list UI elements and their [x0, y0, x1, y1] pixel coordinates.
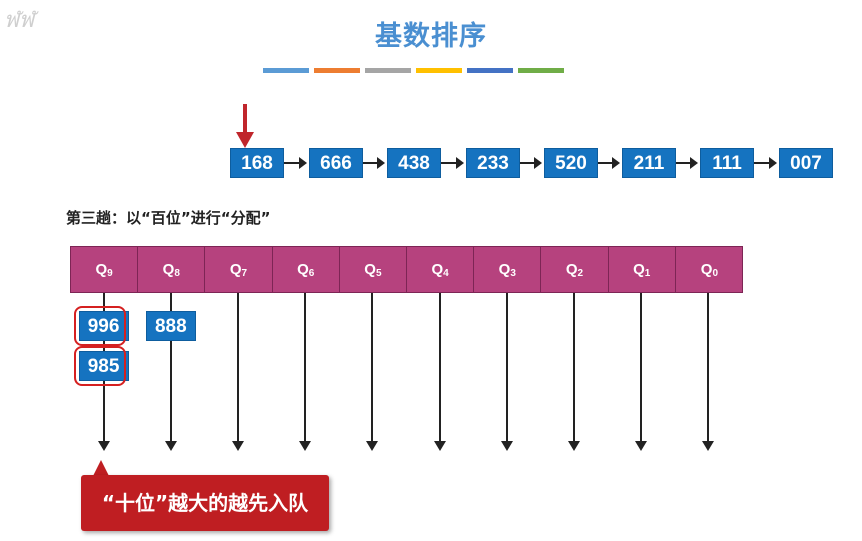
page-title: 基数排序	[375, 21, 487, 52]
queue-label: Q6	[273, 247, 340, 292]
queue-index: 7	[241, 268, 248, 279]
color-bar	[314, 68, 360, 73]
queue-label: Q2	[541, 247, 609, 292]
list-node: 168	[230, 148, 284, 178]
current-pointer-arrow-icon	[236, 104, 254, 148]
list-node: 007	[779, 148, 833, 178]
next-arrow-icon	[754, 157, 777, 169]
queue-arrow-icon	[500, 293, 513, 451]
queue-index: 6	[308, 268, 315, 279]
queue-label: Q7	[205, 247, 273, 292]
next-arrow-icon	[441, 157, 464, 169]
color-bar	[416, 68, 462, 73]
queue-label: Q8	[138, 247, 206, 292]
next-arrow-icon	[598, 157, 620, 169]
queue-label: Q3	[474, 247, 542, 292]
list-node: 111	[700, 148, 754, 178]
queue-letter: Q	[297, 261, 309, 278]
queue-index: 5	[375, 268, 382, 279]
next-arrow-icon	[520, 157, 542, 169]
pass-subtitle: 第三趟：以“百位”进行“分配”	[66, 209, 271, 227]
queue-letter: Q	[95, 261, 108, 278]
queue-arrow-icon	[366, 293, 379, 451]
queue-letter: Q	[498, 261, 511, 278]
queue-label: Q9	[71, 247, 139, 292]
queue-arrow-icon	[635, 293, 648, 451]
queue-arrow-icon	[568, 293, 580, 451]
queue-letter: Q	[162, 261, 175, 278]
queue-arrow-icon	[433, 293, 446, 451]
queue-index: 3	[510, 268, 516, 279]
queue-index: 0	[712, 268, 718, 279]
queue-item: 888	[145, 311, 196, 341]
watermark-logo: ฬฬ	[4, 8, 35, 33]
queue-letter: Q	[565, 261, 578, 278]
queue-letter: Q	[700, 261, 713, 278]
list-node: 211	[622, 148, 676, 178]
queue-letter: Q	[229, 261, 242, 278]
next-arrow-icon	[363, 157, 385, 169]
list-node: 666	[309, 148, 363, 178]
color-bar	[467, 68, 513, 73]
color-bar	[263, 68, 309, 73]
queue-label: Q0	[676, 247, 743, 292]
list-node: 233	[466, 148, 520, 178]
color-bar	[518, 68, 564, 73]
queue-arrow-icon	[702, 293, 715, 451]
queue-arrow-icon	[164, 293, 177, 451]
queue-index: 8	[174, 268, 180, 279]
highlight-circle	[73, 306, 126, 346]
queue-index: 9	[107, 268, 113, 279]
queue-label: Q5	[340, 247, 407, 292]
queue-letter: Q	[431, 261, 444, 278]
list-node: 438	[387, 148, 441, 178]
queue-item: 996	[78, 311, 129, 341]
queue-index: 4	[443, 268, 449, 279]
queue-arrow-icon	[299, 293, 312, 451]
queue-label: Q1	[609, 247, 676, 292]
queue-item: 985	[78, 351, 129, 381]
queue-arrow-icon	[232, 293, 244, 451]
queue-index: 2	[577, 268, 584, 279]
list-node: 520	[544, 148, 598, 178]
callout-pointer	[93, 460, 109, 476]
next-arrow-icon	[284, 157, 307, 169]
callout-box: “十位”越大的越先入队	[81, 475, 329, 531]
color-bar	[365, 68, 411, 73]
queue-index: 1	[644, 268, 651, 279]
queue-letter: Q	[364, 261, 376, 278]
queue-label: Q4	[407, 247, 475, 292]
queue-letter: Q	[633, 261, 645, 278]
next-arrow-icon	[676, 157, 698, 169]
highlight-circle	[73, 346, 126, 386]
